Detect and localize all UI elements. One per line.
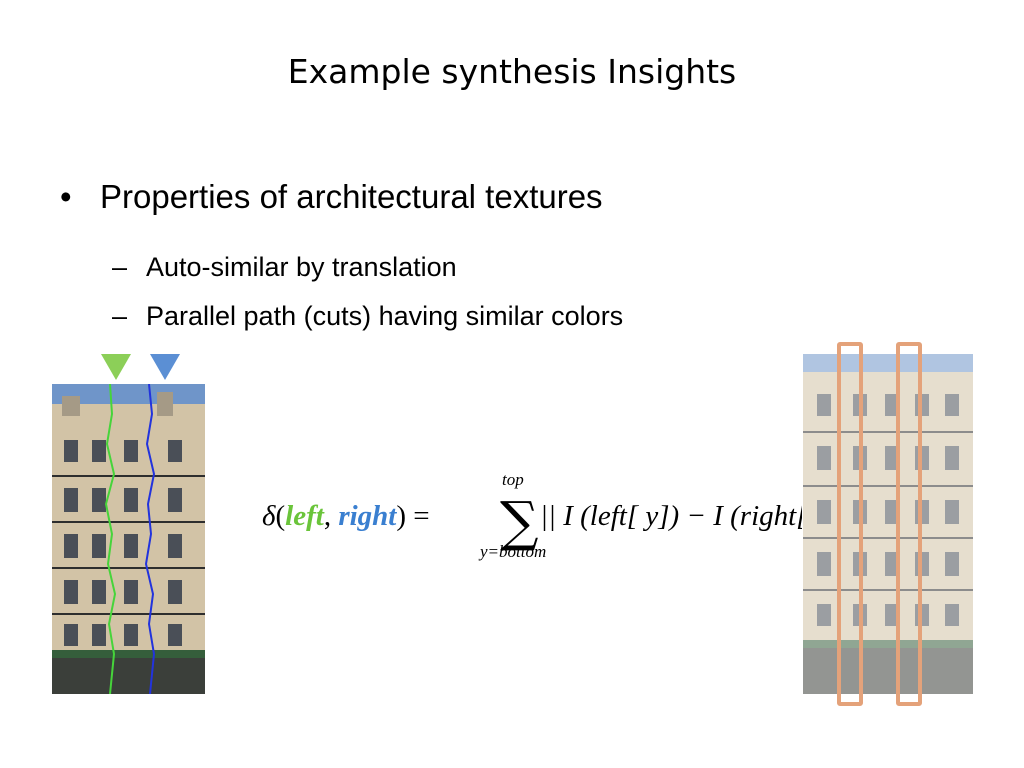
summation-icon: ∑ xyxy=(500,490,539,553)
bullet-text: Properties of architectural textures xyxy=(100,178,603,215)
formula-right-term: right xyxy=(338,500,397,532)
sub-bullet-text: Parallel path (cuts) having similar colo… xyxy=(146,301,624,331)
sum-lower-limit: y=bottom xyxy=(480,542,547,561)
sub-bullet-text: Auto-similar by translation xyxy=(146,252,457,282)
texture-strip-1 xyxy=(837,342,863,706)
formula-left-term: left xyxy=(285,500,324,532)
delta-symbol: δ xyxy=(262,500,276,532)
left-path-marker-icon xyxy=(101,354,131,380)
sub-bullet-2: –Parallel path (cuts) having similar col… xyxy=(112,301,623,332)
building-photo-right xyxy=(803,354,973,694)
bullet-marker: • xyxy=(60,178,72,215)
photo-fade-overlay xyxy=(803,354,973,694)
right-path-marker-icon xyxy=(150,354,180,380)
building-photo-right-image xyxy=(803,354,973,694)
sum-upper-limit: top xyxy=(502,470,524,489)
sub-bullet-1: –Auto-similar by translation xyxy=(112,252,457,283)
cut-cost-formula: δ(left, right) = ∑ top y=bottom || I (le… xyxy=(262,470,802,570)
formula-main: δ(left, right) = xyxy=(262,500,430,533)
bullet-item: • Properties of architectural textures xyxy=(60,178,603,216)
sub-marker: – xyxy=(112,301,128,331)
formula-comma: , xyxy=(323,500,332,532)
slide-title: Example synthesis Insights xyxy=(287,52,737,91)
building-photo-left xyxy=(52,384,205,694)
formula-norm-term: || I (left[ y]) − I (right[ y]) xyxy=(540,500,802,532)
sub-marker: – xyxy=(112,252,128,282)
formula-open-paren: ( xyxy=(275,500,286,532)
formula-close-equals: ) = xyxy=(396,500,430,532)
texture-strip-2 xyxy=(896,342,922,706)
formula-body: || I (left[ y]) − I (right[ y]) xyxy=(540,500,802,533)
